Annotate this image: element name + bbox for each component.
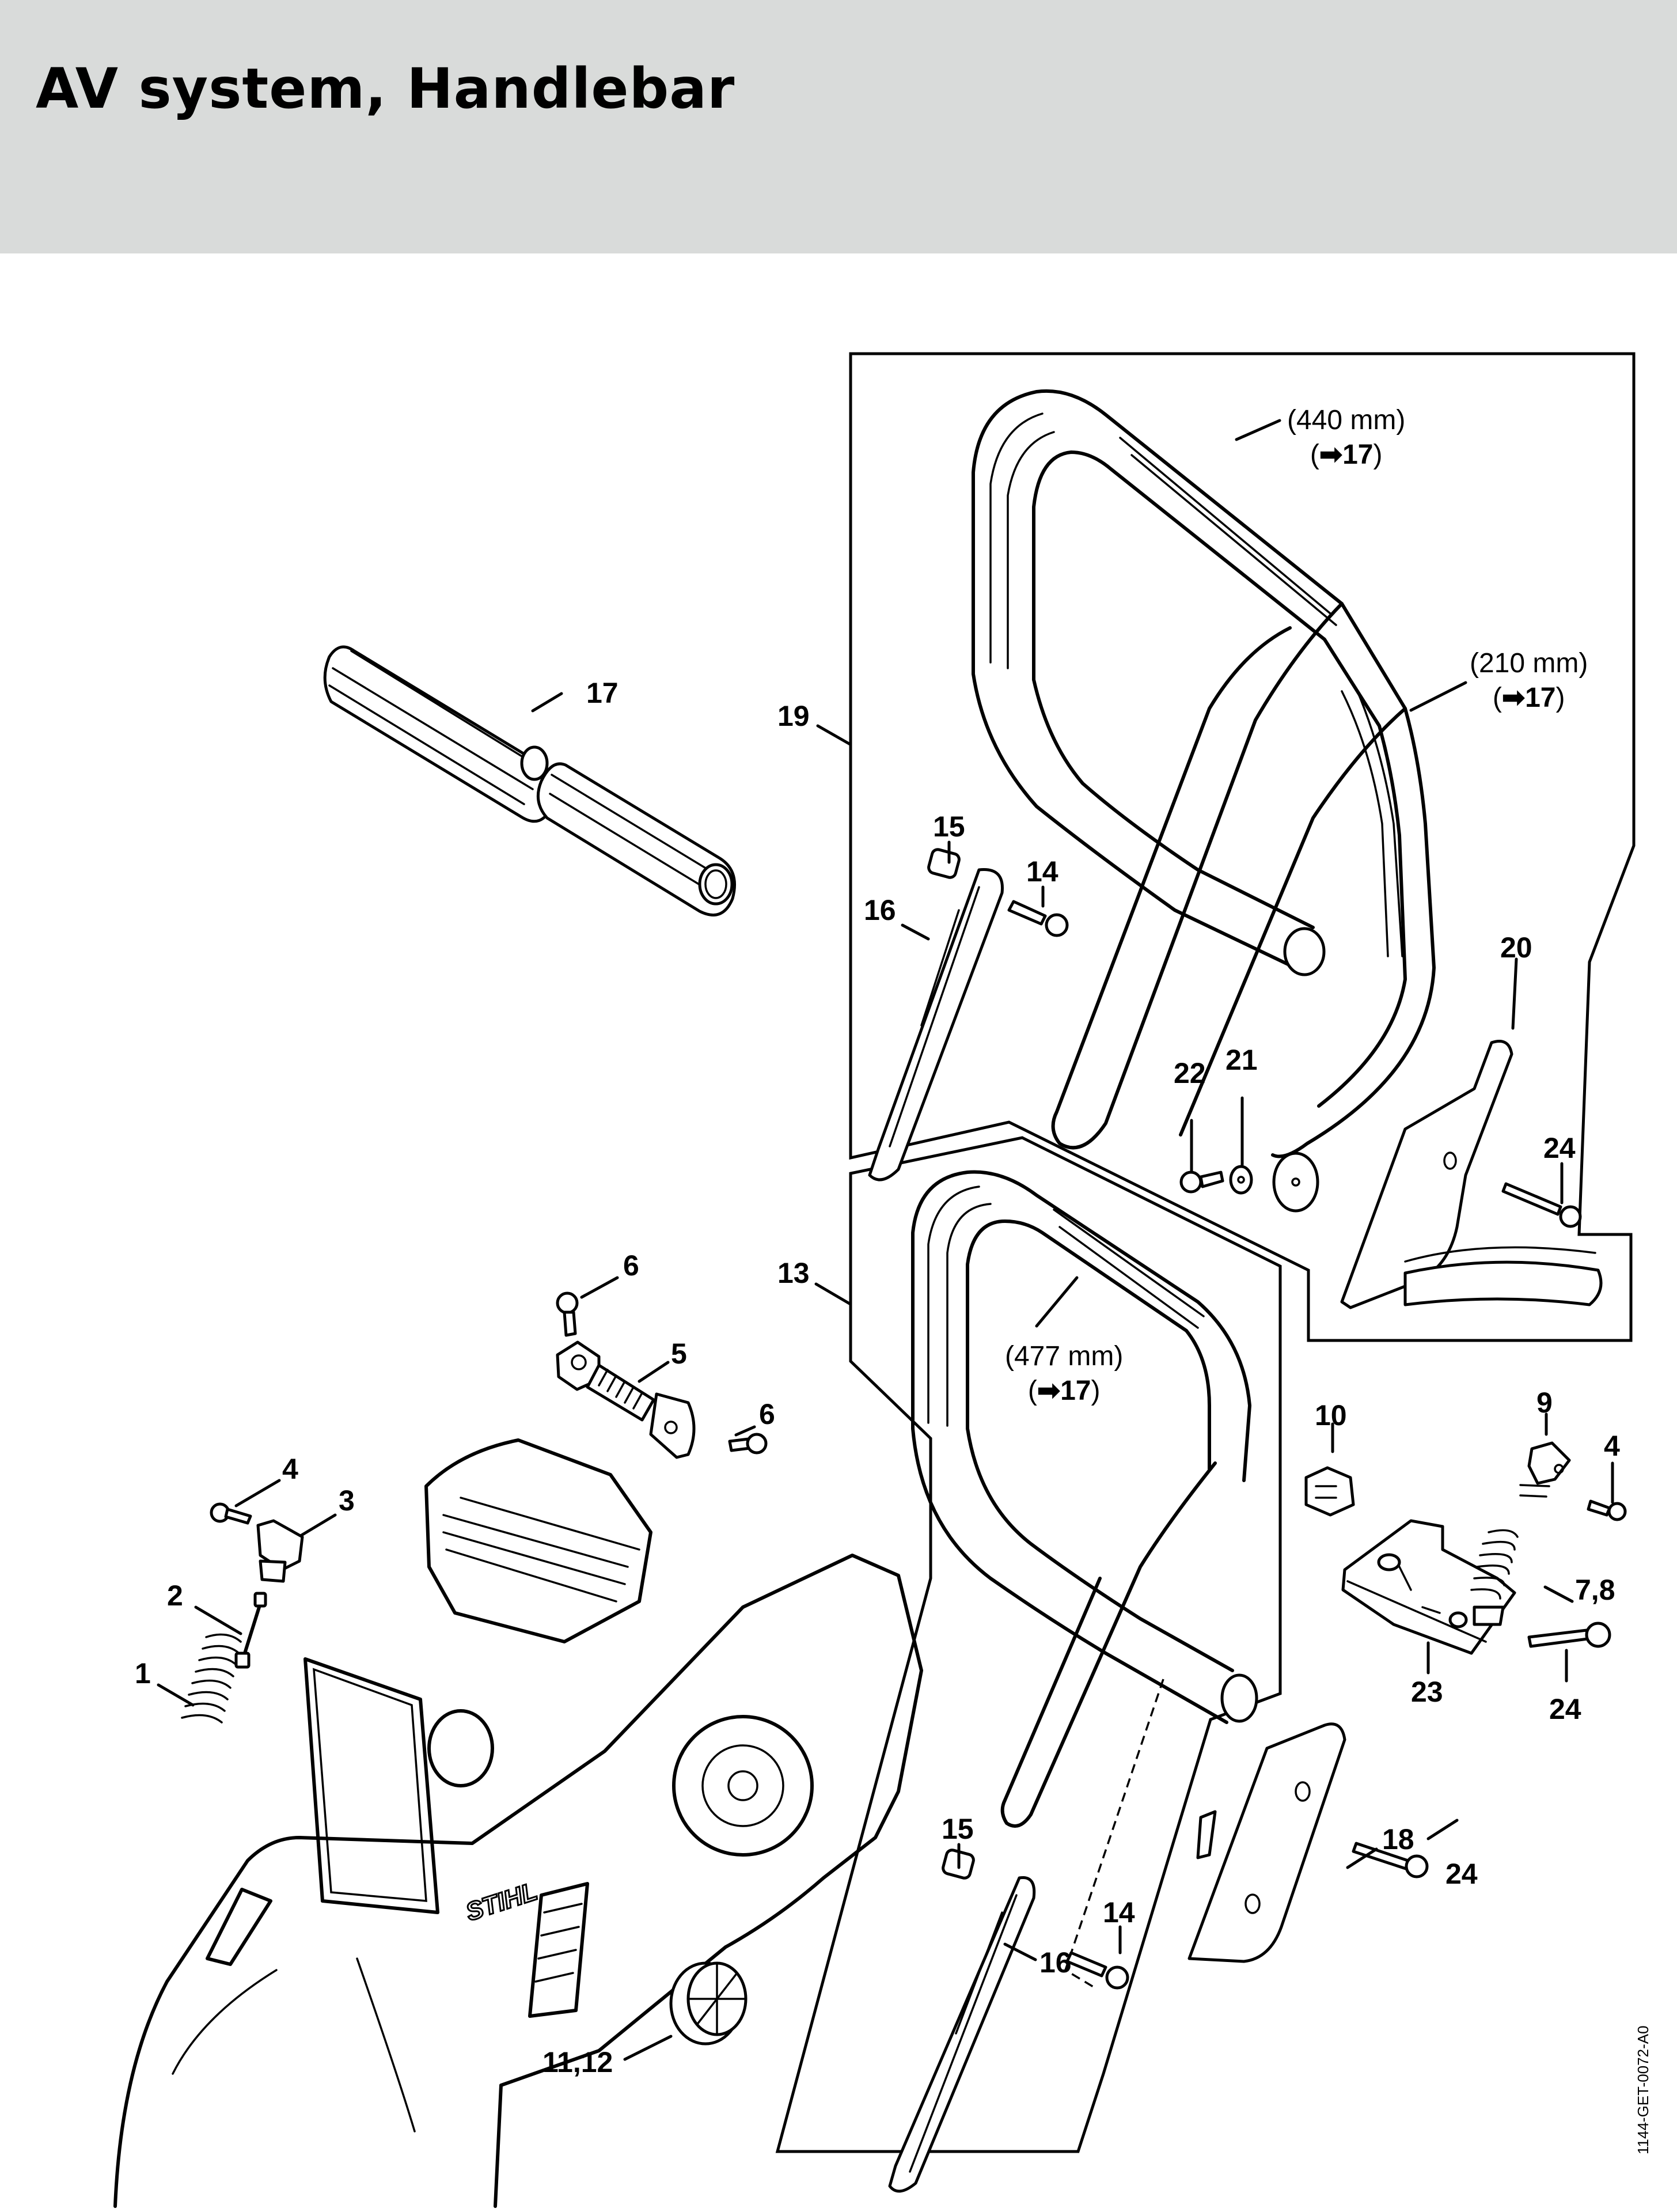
part-19-handlebar-short: [972, 389, 1436, 1213]
part-3-av-element-left: [256, 1519, 304, 1583]
part-6-screw-right: [728, 1433, 768, 1455]
callout-19[interactable]: 19: [777, 700, 810, 732]
page-header: AV system, Handlebar: [0, 0, 1677, 253]
callout-14-upper[interactable]: 14: [1026, 855, 1058, 888]
callout-5[interactable]: 5: [671, 1338, 687, 1370]
callout-4-left[interactable]: 4: [282, 1453, 298, 1485]
part-17-handle-sleeves: [323, 645, 736, 916]
dimension-length: (477 mm): [1005, 1341, 1124, 1372]
dimension-ref-part[interactable]: 17: [1342, 440, 1374, 470]
part-4-screw-right: [1587, 1499, 1627, 1521]
callout-17[interactable]: 17: [586, 677, 619, 709]
leader-lines: [157, 419, 1614, 2061]
callout-15-upper[interactable]: 15: [933, 810, 965, 843]
callout-24-lower[interactable]: 24: [1445, 1858, 1478, 1890]
part-2-cable: [234, 1592, 267, 1669]
part-13-handlebar-long: [911, 1170, 1258, 1988]
callout-16-lower[interactable]: 16: [1039, 1946, 1072, 1979]
callout-24-upper[interactable]: 24: [1543, 1132, 1576, 1164]
chainsaw-powerhead: STIHL: [113, 1438, 923, 2208]
part-15-spacer-upper: [927, 848, 961, 879]
callout-14-lower[interactable]: 14: [1103, 1896, 1135, 1929]
dimension-reference: (➡17): [1310, 440, 1383, 470]
part-20-cover: [1340, 1040, 1603, 1309]
callout-23[interactable]: 23: [1411, 1676, 1443, 1708]
dimension-ref-part[interactable]: 17: [1525, 683, 1556, 713]
stihl-brand-mark: STIHL: [462, 1877, 541, 1927]
callout-4-right[interactable]: 4: [1604, 1430, 1620, 1462]
arrow-right-icon: ➡: [1319, 440, 1343, 470]
callout-6-top[interactable]: 6: [623, 1249, 639, 1282]
part-18-cover: [1187, 1722, 1346, 1963]
callout-20[interactable]: 20: [1500, 931, 1532, 964]
part-4-screw-left: [210, 1502, 252, 1525]
callout-15-lower[interactable]: 15: [942, 1813, 974, 1845]
callout-9[interactable]: 9: [1536, 1387, 1553, 1419]
callout-3[interactable]: 3: [339, 1484, 355, 1517]
callout-18[interactable]: 18: [1382, 1823, 1414, 1855]
part-9-av-element-top: [1519, 1441, 1571, 1498]
callout-22[interactable]: 22: [1174, 1057, 1206, 1089]
callout-10[interactable]: 10: [1315, 1399, 1347, 1431]
callout-2[interactable]: 2: [167, 1580, 183, 1612]
callout-1[interactable]: 1: [135, 1657, 151, 1690]
part-10-stop-buffer: [1304, 1466, 1355, 1517]
part-16-av-bracket-lower: [888, 1876, 1036, 2193]
callout-24-mid[interactable]: 24: [1549, 1693, 1581, 1725]
arrow-right-icon: ➡: [1037, 1376, 1061, 1406]
dimension-reference: (➡17): [1492, 683, 1565, 713]
part-21-washer: [1229, 1165, 1253, 1195]
part-5-av-element: [556, 1340, 696, 1459]
callout-13[interactable]: 13: [777, 1257, 810, 1289]
page-title: AV system, Handlebar: [36, 56, 735, 121]
part-16-av-bracket-upper: [868, 868, 1004, 1181]
part-24-screw-b: [1527, 1622, 1611, 1648]
dimension-note-210mm: (210 mm) (➡17): [1470, 646, 1588, 715]
arrow-right-icon: ➡: [1501, 683, 1526, 713]
callout-6-right[interactable]: 6: [759, 1398, 775, 1430]
callout-11-12[interactable]: 11,12: [542, 2046, 613, 2078]
callout-16-upper[interactable]: 16: [864, 894, 896, 926]
dimension-reference: (➡17): [1027, 1376, 1101, 1406]
part-14-screw-upper: [1007, 900, 1069, 937]
callout-21[interactable]: 21: [1226, 1044, 1258, 1076]
part-11-12-plug: [669, 1961, 748, 2046]
assembly-box-19: [849, 352, 1636, 1342]
part-22-screw: [1179, 1171, 1224, 1194]
assembly-box-13: [775, 1136, 1282, 2153]
part-1-spring: [181, 1633, 242, 1724]
part-14-screw-lower: [1065, 1951, 1129, 1990]
part-24-screw-c: [1352, 1842, 1429, 1878]
part-6-screw-top: [556, 1291, 579, 1337]
dimension-length: (210 mm): [1470, 648, 1588, 679]
document-id: 1144-GET-0072-A0: [1634, 2025, 1652, 2154]
dimension-note-477mm: (477 mm) (➡17): [1005, 1339, 1123, 1408]
part-23-av-mount: [1341, 1519, 1516, 1655]
dimension-ref-part[interactable]: 17: [1060, 1376, 1091, 1406]
part-24-screw-a: [1501, 1182, 1582, 1228]
part-7-8-spring: [1470, 1529, 1519, 1626]
dimension-length: (440 mm): [1287, 405, 1406, 435]
callout-7-8[interactable]: 7,8: [1575, 1574, 1615, 1606]
dimension-note-440mm: (440 mm) (➡17): [1287, 403, 1405, 472]
